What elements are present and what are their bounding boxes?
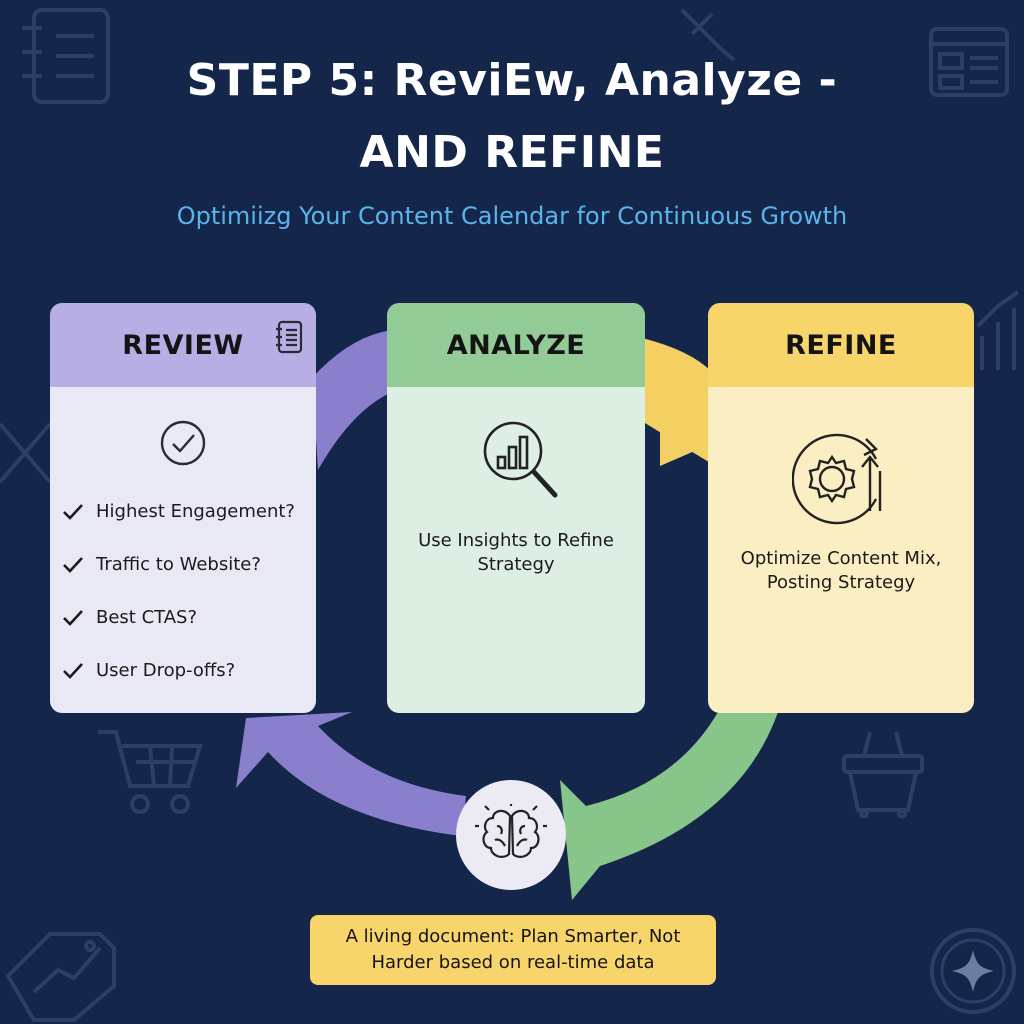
note-line-2: Harder based on real-time data bbox=[371, 952, 655, 973]
refine-description-line-1: Optimize Content Mix, bbox=[740, 548, 942, 569]
checklist-item-label: Best CTAS? bbox=[96, 607, 198, 628]
refine-description-line-2: Posting Strategy bbox=[766, 572, 916, 593]
checklist-item: User Drop-offs? bbox=[62, 644, 295, 697]
subtitle: Optimiizg Your Content Calendar for Cont… bbox=[176, 202, 848, 230]
analyze-card: ANALYZE Use Insights to Refine Strategy bbox=[387, 303, 645, 713]
check-circle-icon bbox=[160, 420, 206, 466]
bar-growth-icon bbox=[976, 290, 1020, 370]
checkmark-icon bbox=[63, 503, 83, 520]
arrow-review-to-analyze bbox=[312, 330, 392, 470]
checklist-item-label: Traffic to Website? bbox=[96, 554, 261, 575]
refine-card: REFINE Optimize Content Mix, Posting Str… bbox=[708, 303, 974, 713]
notebook-icon bbox=[22, 8, 110, 104]
analyze-heading: ANALYZE bbox=[446, 329, 586, 361]
analyze-description-line-2: Strategy bbox=[477, 554, 555, 575]
analyze-card-header: ANALYZE bbox=[387, 303, 645, 387]
shopping-cart-icon bbox=[98, 730, 203, 814]
analyze-description: Use Insights to Refine Strategy bbox=[397, 529, 635, 577]
chart-tag-icon bbox=[5, 932, 116, 1022]
arrow-hub-to-review bbox=[236, 712, 466, 836]
refine-card-header: REFINE bbox=[708, 303, 974, 387]
sparkle-icon bbox=[930, 928, 1016, 1014]
checkmark-icon bbox=[63, 662, 83, 679]
cross-icon bbox=[0, 422, 52, 484]
title-line-2: AND REFINE bbox=[359, 127, 665, 178]
arrow-refine-to-hub bbox=[560, 712, 778, 900]
layout-icon bbox=[929, 27, 1009, 97]
review-card: REVIEW Highest Engagement? Traffic to We… bbox=[50, 303, 316, 713]
checklist-item: Traffic to Website? bbox=[62, 538, 295, 591]
title-line-1: STEP 5: ReviEw, Analyze - bbox=[186, 55, 838, 106]
review-heading: REVIEW bbox=[122, 329, 244, 361]
checklist-item-label: Highest Engagement? bbox=[96, 501, 295, 522]
pen-icon bbox=[680, 8, 736, 62]
checklist-item-label: User Drop-offs? bbox=[96, 660, 236, 681]
checklist-item: Highest Engagement? bbox=[62, 485, 295, 538]
checkmark-icon bbox=[63, 609, 83, 626]
basket-icon bbox=[842, 731, 924, 818]
note-line-1: A living document: Plan Smarter, Not bbox=[345, 926, 681, 947]
notepad-icon bbox=[276, 320, 303, 354]
analyze-card-body: Use Insights to Refine Strategy bbox=[387, 387, 645, 713]
brain-icon bbox=[475, 804, 547, 858]
review-card-body: Highest Engagement? Traffic to Website? … bbox=[50, 387, 316, 713]
refine-card-body: Optimize Content Mix, Posting Strategy bbox=[708, 387, 974, 713]
living-document-note: A living document: Plan Smarter, Not Har… bbox=[310, 915, 716, 985]
checkmark-icon bbox=[63, 556, 83, 573]
gear-growth-icon bbox=[792, 433, 882, 525]
analyze-description-line-1: Use Insights to Refine bbox=[418, 530, 614, 551]
brain-hub bbox=[456, 780, 566, 890]
review-checklist: Highest Engagement? Traffic to Website? … bbox=[62, 485, 295, 697]
review-card-header: REVIEW bbox=[50, 303, 316, 387]
analytics-magnifier-icon bbox=[483, 421, 558, 498]
checklist-item: Best CTAS? bbox=[62, 591, 295, 644]
refine-heading: REFINE bbox=[785, 329, 897, 361]
refine-description: Optimize Content Mix, Posting Strategy bbox=[718, 547, 964, 595]
